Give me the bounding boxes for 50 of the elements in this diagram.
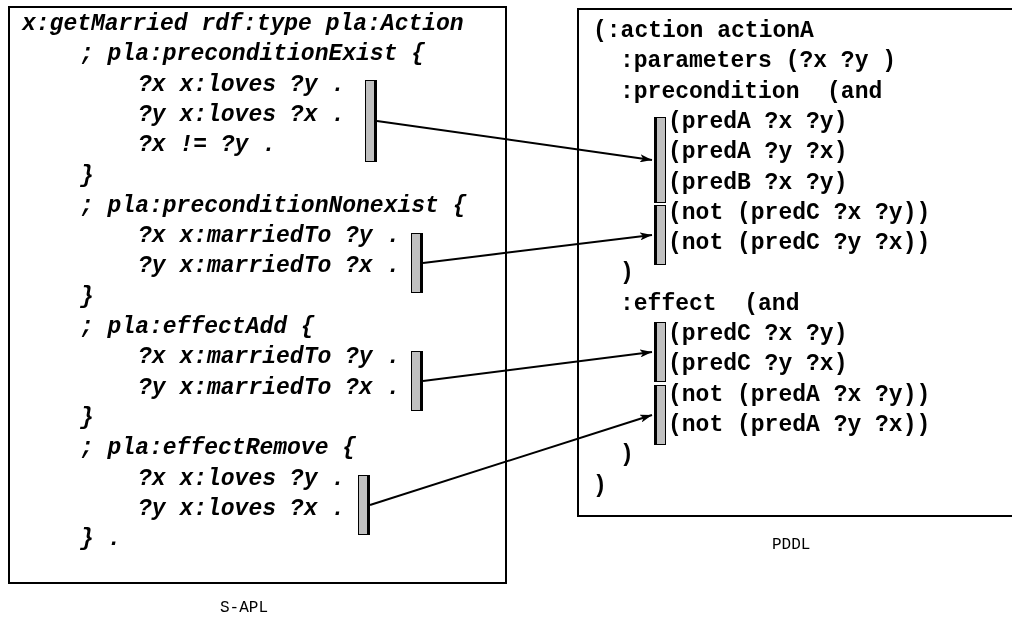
code-line: :effect (and <box>620 290 800 317</box>
code-line: ?y x:loves ?x . <box>138 495 346 522</box>
arrow <box>422 349 653 382</box>
code-panel <box>8 6 507 584</box>
code-line: ; pla:effectRemove { <box>80 435 357 462</box>
bracket-bar <box>654 205 666 265</box>
code-line: (predA ?y ?x) <box>668 139 848 166</box>
bracket-bar <box>411 351 423 411</box>
code-line: ; pla:preconditionNonexist { <box>80 192 467 219</box>
code-line: (predA ?x ?y) <box>668 108 848 135</box>
panel-caption: PDDL <box>772 535 811 556</box>
code-line: ?x x:loves ?y . <box>138 465 346 492</box>
code-line: :parameters (?x ?y ) <box>620 48 897 75</box>
bracket-bar <box>365 80 377 162</box>
code-line: ) <box>620 260 634 287</box>
code-line: ?y x:loves ?x . <box>138 101 346 128</box>
code-line: (:action actionA <box>593 18 814 44</box>
code-line: (predB ?x ?y) <box>668 169 848 196</box>
code-line: ?y x:marriedTo ?x . <box>138 374 401 401</box>
arrow <box>369 414 653 506</box>
bracket-bar <box>411 233 423 293</box>
code-line: (predC ?x ?y) <box>668 321 848 347</box>
arrow <box>422 232 653 264</box>
panel-caption: S-APL <box>220 598 268 618</box>
code-line: x:getMarried rdf:type pla:Action <box>22 11 464 37</box>
arrow <box>376 120 653 163</box>
bracket-bar <box>654 322 666 382</box>
code-line: :precondition (and <box>620 78 883 105</box>
code-line: (not (predC ?x ?y)) <box>668 199 931 226</box>
bracket-bar <box>654 385 666 445</box>
code-line: ?x != ?y . <box>138 132 277 159</box>
code-line: ?x x:loves ?y . <box>138 71 346 98</box>
code-line: } <box>80 283 94 310</box>
code-line: ; pla:effectAdd { <box>80 314 315 340</box>
code-line: (not (predA ?y ?x)) <box>668 411 931 438</box>
code-line: ; pla:preconditionExist { <box>80 41 426 68</box>
code-line: (not (predC ?y ?x)) <box>668 230 931 257</box>
code-line: ) <box>620 442 634 469</box>
bracket-bar <box>358 475 370 535</box>
code-line: (predC ?y ?x) <box>668 351 848 378</box>
code-line: ?x x:marriedTo ?y . <box>138 223 401 250</box>
code-line: } <box>80 404 94 431</box>
code-line: } <box>80 162 94 189</box>
code-panel <box>577 8 1012 517</box>
code-line: ?x x:marriedTo ?y . <box>138 344 401 371</box>
code-line: ) <box>593 472 607 499</box>
code-line: ?y x:marriedTo ?x . <box>138 253 401 280</box>
bracket-bar <box>654 117 666 203</box>
code-line: } . <box>80 526 122 553</box>
code-line: (not (predA ?x ?y)) <box>668 381 931 408</box>
